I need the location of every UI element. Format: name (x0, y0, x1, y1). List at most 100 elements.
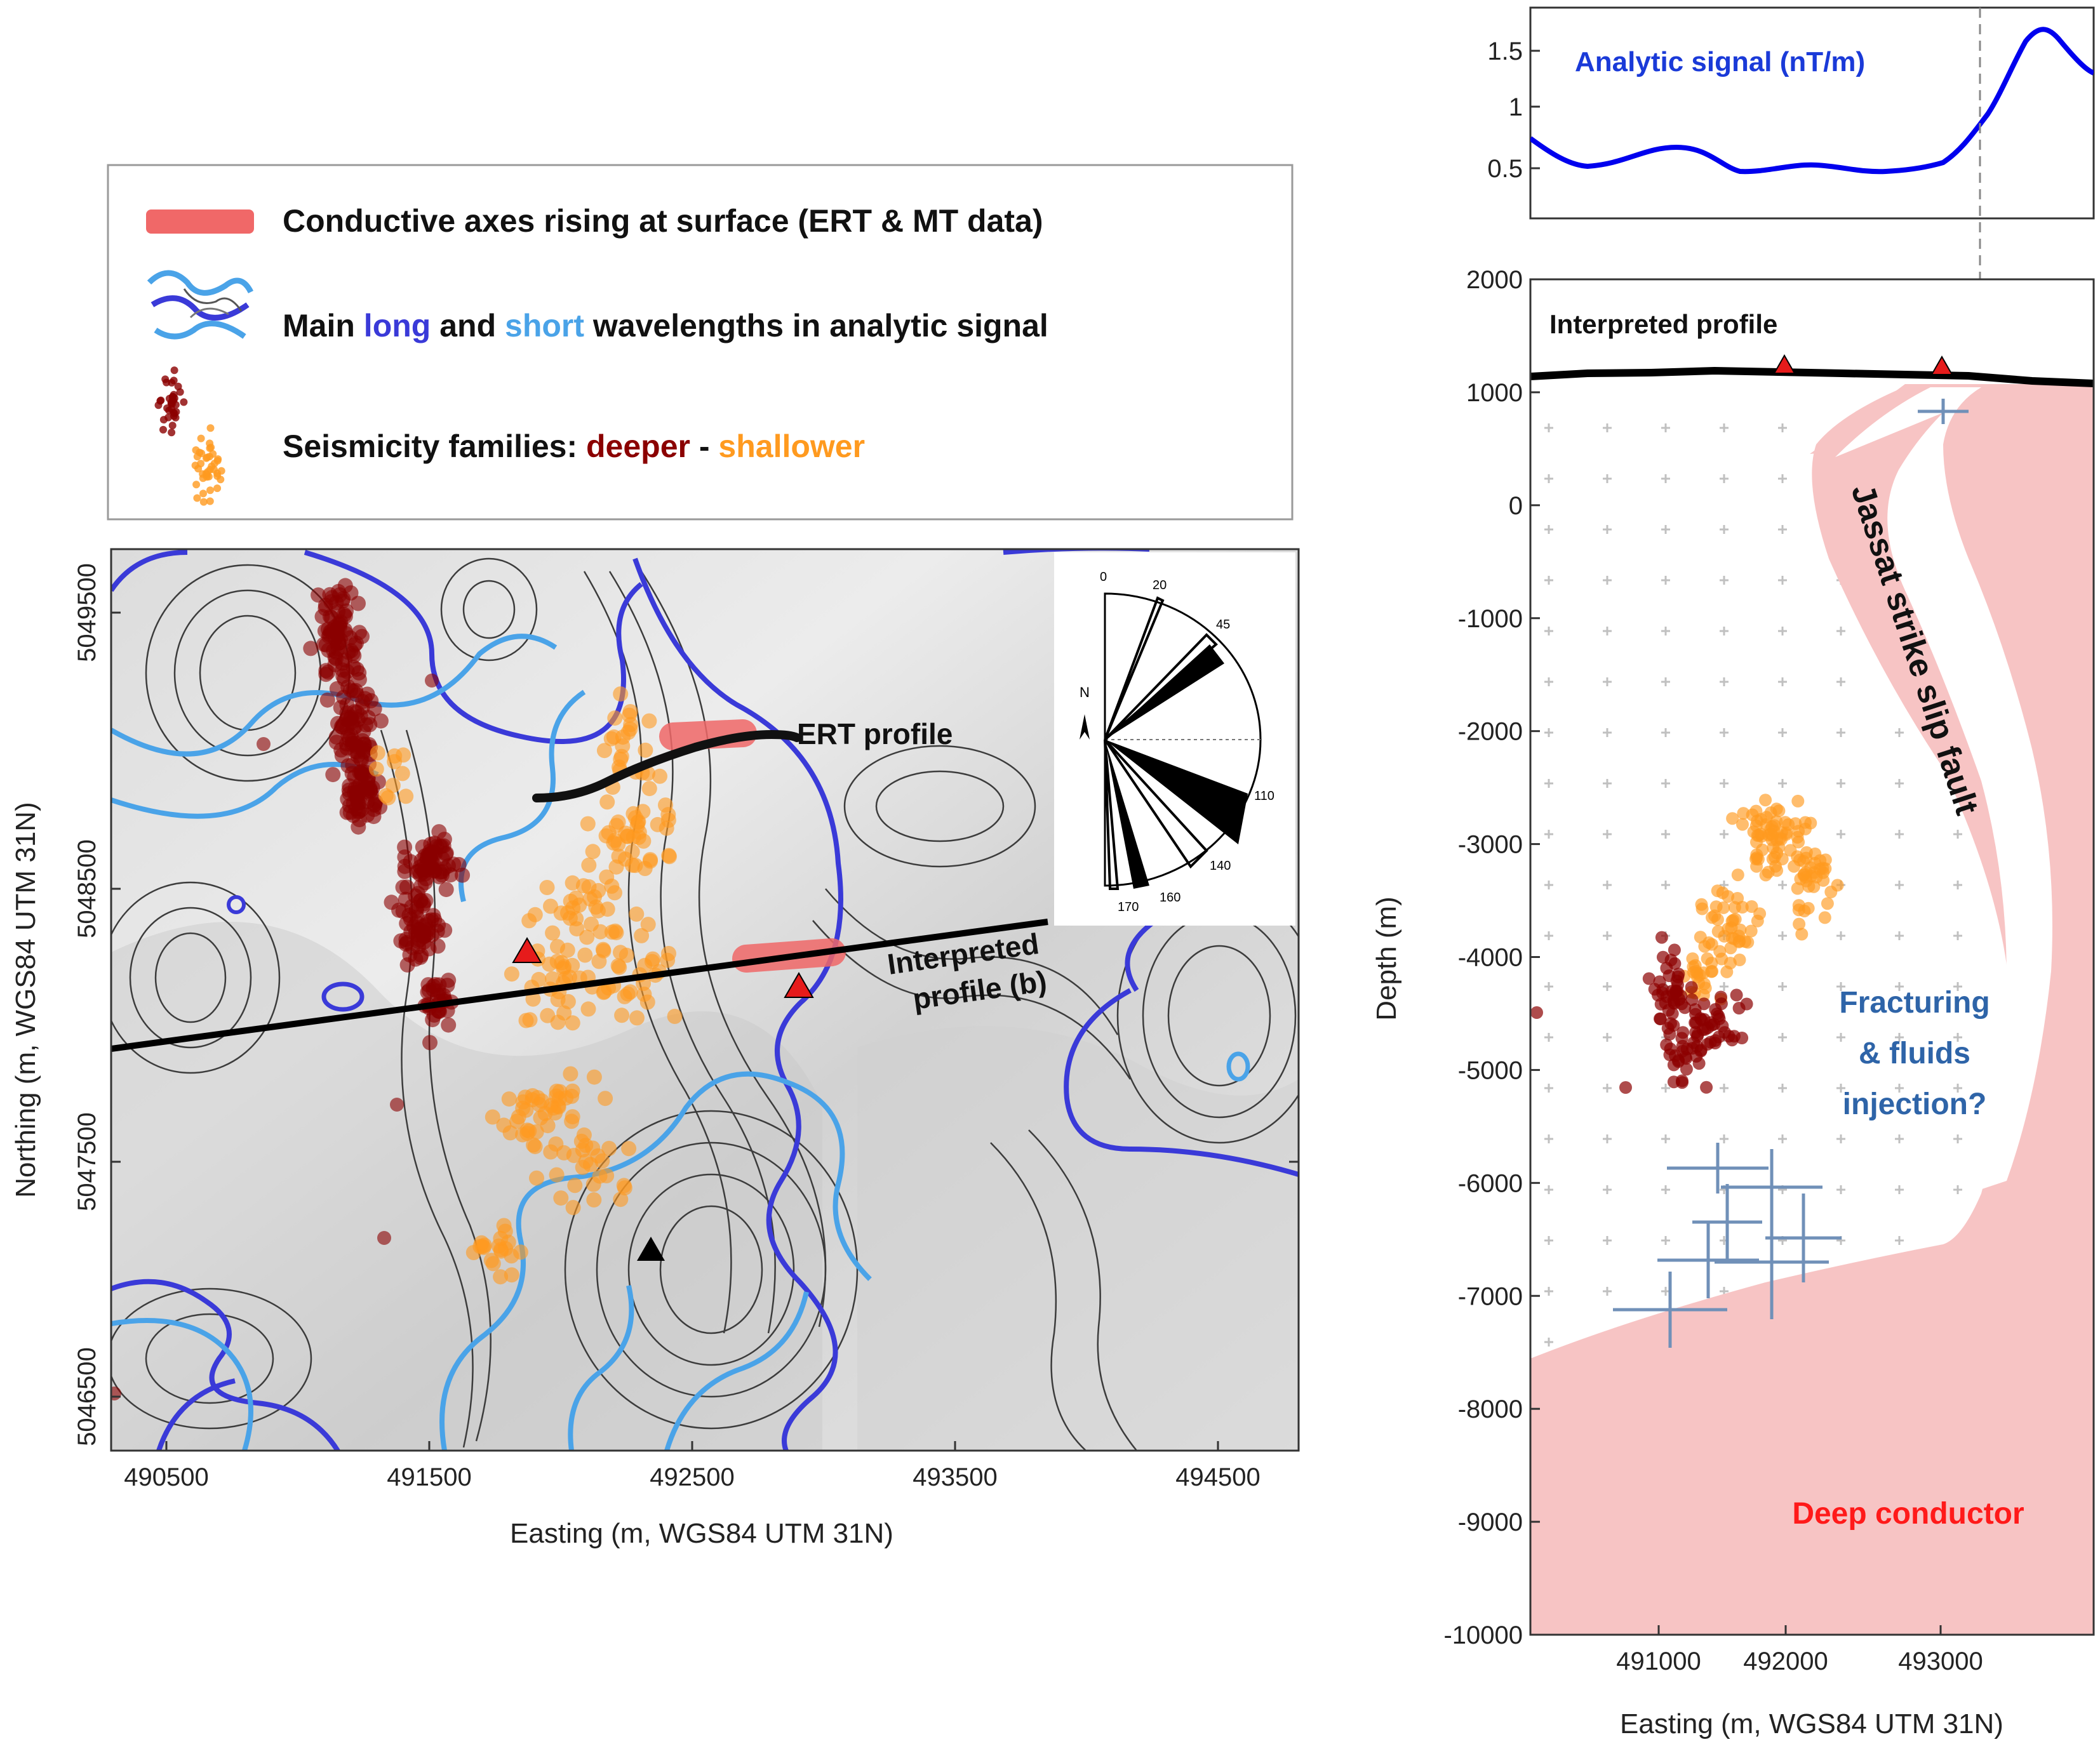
svg-text:491500: 491500 (387, 1463, 471, 1491)
fracture-error-bar (1657, 1222, 1759, 1298)
section-y-tick-label: -3000 (1458, 831, 1523, 859)
section-event-shallower (1744, 924, 1758, 938)
seismic-event-deeper (410, 886, 426, 901)
seismic-event-shallower (501, 1091, 517, 1107)
cross-section-panel: 200010000-1000-2000-3000-4000-5000-6000-… (1371, 266, 2095, 1739)
section-event-deeper (1712, 1009, 1725, 1023)
section-event-shallower (1765, 833, 1779, 846)
legend-seismic-shallower (209, 450, 217, 458)
section-event-shallower (1695, 898, 1708, 911)
section-y-tick-label: -10000 (1443, 1621, 1523, 1649)
seismic-event-shallower (504, 966, 519, 982)
station-red-triangle-2 (784, 972, 814, 998)
fracture-error-bar (1715, 1205, 1829, 1319)
analytic-signal-panel: 1.5 1 0.5 Analytic signal (nT/m) (1487, 6, 2095, 220)
map-tick-marks (111, 611, 1299, 1451)
section-event-shallower (1793, 917, 1806, 931)
seismic-event-shallower (584, 916, 599, 932)
legend-seismic-shallower (206, 444, 214, 452)
svg-text:493500: 493500 (913, 1463, 997, 1491)
svg-text:5046500: 5046500 (73, 1347, 101, 1446)
legend-seismic-shallower (217, 467, 225, 475)
seismic-event-deeper (438, 882, 454, 898)
seismic-event-shallower (370, 745, 385, 761)
hillshade-relief (857, 1026, 1299, 1451)
rose-petal-110 (1105, 740, 1248, 844)
seismic-event-shallower (585, 1140, 601, 1156)
seismic-event-shallower (615, 729, 631, 745)
section-event-deeper (1668, 957, 1682, 970)
svg-text:45: 45 (1216, 618, 1230, 632)
section-seismicity (1530, 794, 1844, 1094)
seismic-event-shallower (661, 848, 677, 863)
seismic-event-shallower (608, 818, 624, 834)
section-y-tick-labels: 200010000-1000-2000-3000-4000-5000-6000-… (1443, 266, 1523, 1649)
fracture-error-bar (1918, 399, 1969, 424)
fracture-error-bars (1613, 399, 1969, 1348)
legend-seismic-deeper (170, 376, 178, 385)
rose-petal-170 (1104, 739, 1120, 890)
section-event-shallower (1802, 901, 1815, 915)
svg-text:1.5: 1.5 (1487, 37, 1523, 65)
legend-seismic-shallower (193, 494, 201, 502)
seismic-event-deeper (422, 1035, 438, 1051)
rose-north-label: N (1080, 684, 1090, 700)
seismic-event-deeper (432, 864, 448, 880)
seismic-event-deeper (322, 627, 338, 642)
section-event-deeper (1690, 1030, 1704, 1043)
seismic-event-shallower (554, 955, 570, 971)
seismic-event-deeper (420, 977, 436, 993)
section-event-deeper (1668, 943, 1681, 957)
seismic-event-shallower (598, 1091, 613, 1107)
seismic-event-shallower (560, 994, 576, 1009)
seismic-event-shallower (565, 1200, 581, 1216)
seismic-event-shallower (394, 766, 410, 781)
seismic-event-deeper (337, 608, 353, 624)
section-y-tick-label: -8000 (1458, 1395, 1523, 1423)
seismic-event-shallower (525, 991, 541, 1007)
section-event-shallower (1720, 965, 1734, 978)
fracturing-label: Fracturing & fluids injection? (1839, 986, 1990, 1121)
hillshade-relief (111, 922, 822, 1451)
svg-text:& fluids: & fluids (1859, 1037, 1970, 1070)
svg-text:injection?: injection? (1843, 1087, 1987, 1121)
legend-seismic-shallower (213, 484, 222, 493)
seismic-event-shallower (603, 731, 619, 747)
analytic-signal-curve (1530, 27, 2094, 175)
section-event-shallower (1792, 903, 1805, 917)
svg-text:492000: 492000 (1743, 1647, 1828, 1675)
seismic-event-shallower (599, 794, 615, 810)
section-event-deeper (1705, 1018, 1718, 1032)
seismic-event-shallower (550, 939, 565, 955)
seismic-event-deeper (384, 894, 399, 910)
seismic-event-shallower (634, 928, 650, 943)
section-x-axis-label: Easting (m, WGS84 UTM 31N) (1620, 1708, 2003, 1739)
seismic-event-shallower (667, 1009, 683, 1024)
section-y-tick-label: -2000 (1458, 718, 1523, 746)
seismic-event-shallower (573, 1133, 589, 1149)
seismic-event-shallower (641, 713, 657, 729)
seismic-event-shallower (631, 814, 646, 830)
seismic-event-shallower (658, 797, 673, 813)
seismic-event-deeper (303, 641, 319, 656)
seismic-event-deeper (395, 903, 411, 919)
signal-ticks (1530, 50, 1540, 170)
seismic-event-shallower (564, 1088, 580, 1104)
section-event-shallower (1765, 820, 1779, 834)
section-event-deeper (1619, 1081, 1632, 1094)
seismic-event-deeper (441, 1017, 457, 1033)
section-y-tick-label: -1000 (1458, 605, 1523, 633)
section-event-shallower (1739, 935, 1751, 948)
section-event-deeper (1656, 950, 1669, 964)
svg-text:0.5: 0.5 (1487, 155, 1523, 183)
section-event-shallower (1699, 981, 1712, 995)
seismic-event-shallower (585, 844, 601, 860)
section-profile-label: Interpreted profile (1549, 309, 1777, 339)
legend-seismic-shallower (206, 424, 215, 432)
legend-seismic-shallower (210, 465, 218, 474)
seismic-event-deeper (412, 859, 428, 875)
seismic-event-shallower (550, 1098, 566, 1114)
section-event-deeper (1664, 1017, 1677, 1030)
section-event-deeper (1662, 969, 1676, 982)
seismic-event-shallower (617, 988, 632, 1004)
